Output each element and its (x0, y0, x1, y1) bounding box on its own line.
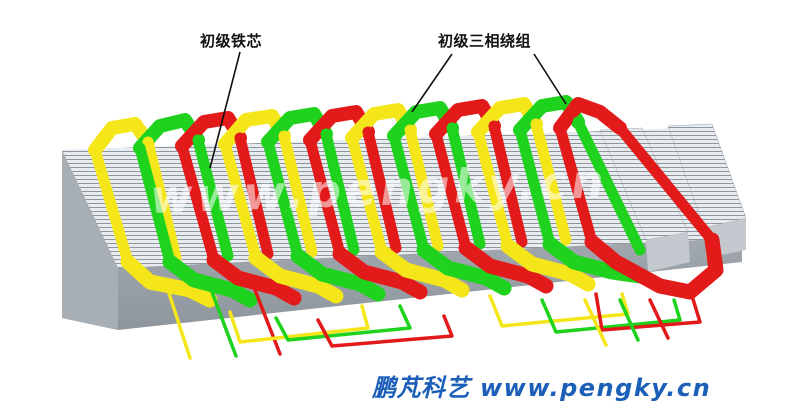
footer-brand: 鹏芃科艺 (372, 374, 470, 402)
core-label: 初级铁芯 (200, 32, 263, 50)
winding-label: 初级三相绕组 (438, 32, 532, 50)
footer-credit: 鹏芃科艺 www.pengky.cn (372, 368, 711, 403)
core-leader-line (209, 51, 241, 169)
footer-url: www.pengky.cn (480, 374, 712, 402)
winding-leader-line-left (411, 53, 453, 113)
winding-leader-line-right (533, 53, 567, 105)
leader-lines (209, 51, 567, 169)
three-phase-winding (88, 95, 724, 360)
